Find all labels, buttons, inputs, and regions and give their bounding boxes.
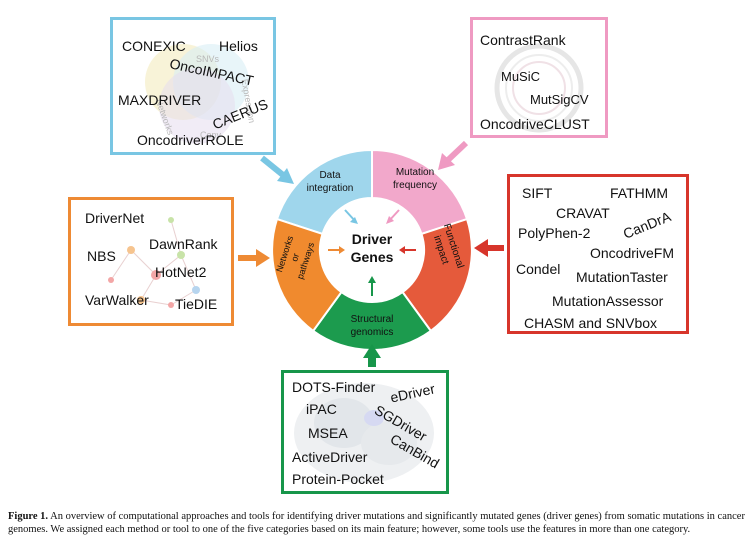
label-networks-pathways-2: or	[289, 252, 301, 263]
center-label-1: Driver	[352, 231, 393, 247]
label-mutation-frequency-1: Mutation	[396, 167, 434, 178]
tool-oncodriveclust: OncodriveCLUST	[480, 116, 590, 132]
figure-caption: Figure 1. An overview of computational a…	[8, 510, 748, 536]
network-background	[108, 217, 200, 308]
tool-activedriver: ActiveDriver	[292, 449, 368, 465]
caption-text: An overview of computational approaches …	[8, 511, 745, 535]
arrow-data-integration	[260, 155, 285, 178]
tool-hotnet2: HotNet2	[155, 264, 207, 280]
tool-mutsigcv: MutSigCV	[530, 92, 589, 107]
bg-label-snvs: SNVs	[196, 54, 220, 64]
box-networks-pathways: DriverNet NBS DawnRank HotNet2 VarWalker…	[68, 197, 234, 326]
tool-oncodriverrole: OncodriverROLE	[137, 132, 244, 148]
tool-contrastrank: ContrastRank	[480, 32, 566, 48]
box-mutation-frequency: ContrastRank MuSiC MutSigCV OncodriveCLU…	[470, 17, 608, 138]
segment-functional-impact	[401, 217, 473, 333]
label-data-integration-1: Data	[319, 170, 341, 181]
tool-drivernet: DriverNet	[85, 210, 145, 226]
segment-mutation-frequency	[371, 148, 469, 236]
tool-msea: MSEA	[308, 425, 348, 441]
tool-nbs: NBS	[87, 248, 116, 264]
box-functional-impact: SIFT FATHMM CRAVAT CanDrA PolyPhen-2 Onc…	[507, 174, 689, 334]
venn-background	[145, 44, 249, 144]
box-data-integration: SNVs Networks Copy Expression CONEXIC He…	[110, 17, 276, 155]
bg-label-copy: Copy	[200, 130, 222, 140]
tool-candra: CanDrA	[620, 208, 673, 242]
label-mutation-frequency-2: frequency	[393, 180, 437, 191]
box-structural-genomics: DOTS-Finder eDriver iPAC SGDriver MSEA C…	[281, 370, 449, 494]
segment-structural-genomics	[311, 290, 433, 352]
tool-mutationtaster: MutationTaster	[576, 269, 668, 285]
tool-chasm-snvbox: CHASM and SNVbox	[524, 315, 658, 331]
tool-condel: Condel	[516, 261, 561, 277]
tool-varwalker: VarWalker	[85, 292, 149, 308]
tool-helios: Helios	[219, 38, 258, 54]
segment-networks-pathways	[271, 217, 343, 333]
tool-ipac: iPAC	[306, 401, 337, 417]
protein-background	[294, 383, 434, 483]
label-structural-genomics-1: Structural	[351, 314, 394, 325]
tool-tiedie: TieDIE	[175, 296, 218, 312]
tool-oncodrivefm: OncodriveFM	[590, 245, 675, 261]
center-disc	[321, 199, 423, 301]
tool-protein-pocket: Protein-Pocket	[292, 471, 384, 487]
tool-cravat: CRAVAT	[556, 205, 610, 221]
center-label-2: Genes	[351, 249, 394, 265]
label-structural-genomics-2: genomics	[351, 327, 394, 338]
tool-maxdriver: MAXDRIVER	[118, 92, 202, 108]
tool-polyphen-2: PolyPhen-2	[518, 225, 591, 241]
tool-sift: SIFT	[522, 185, 553, 201]
segment-data-integration	[275, 148, 373, 236]
circos-background	[494, 43, 584, 133]
tool-conexic: CONEXIC	[122, 38, 186, 54]
arrow-mutation-frequency	[445, 140, 469, 163]
tool-fathmm: FATHMM	[610, 185, 669, 201]
tool-dawnrank: DawnRank	[149, 236, 218, 252]
label-data-integration-2: integration	[307, 183, 354, 194]
tool-dots-finder: DOTS-Finder	[292, 379, 376, 395]
tool-mutationassessor: MutationAssessor	[552, 293, 664, 309]
caption-label: Figure 1.	[8, 511, 49, 522]
tool-music: MuSiC	[501, 69, 541, 84]
